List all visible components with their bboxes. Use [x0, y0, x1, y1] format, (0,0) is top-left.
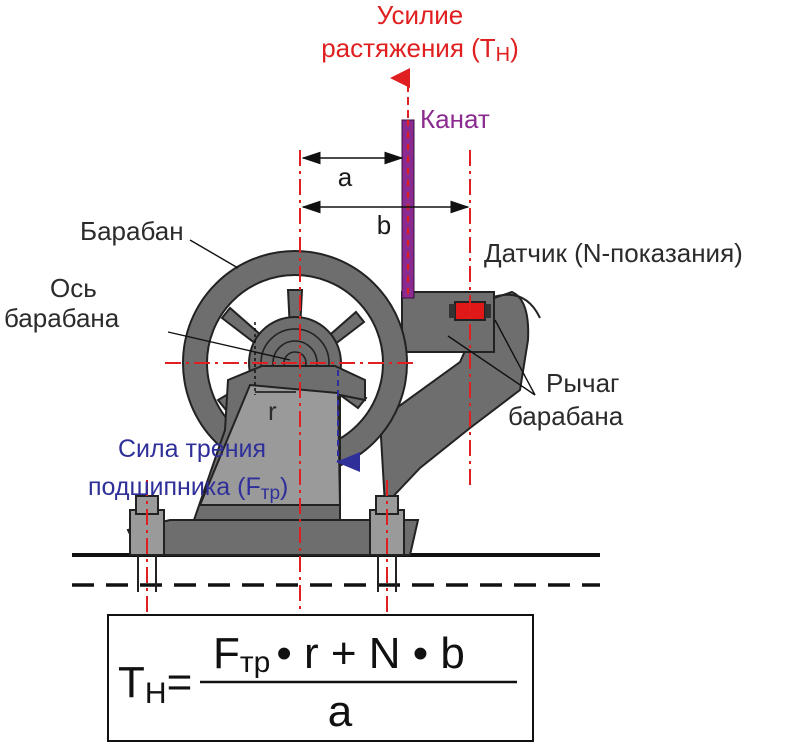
tension-label-line2: растяжения (ТН) [321, 33, 519, 66]
lever-leader-line-2 [447, 335, 536, 396]
dimension-a-label: a [338, 162, 353, 192]
sensor-cap-left [449, 304, 455, 318]
friction-label-line1: Сила трения [118, 435, 266, 463]
axis-leader-line [167, 331, 291, 361]
rope-label: Канат [420, 104, 490, 134]
axis-label-line1: Ось [50, 273, 97, 303]
formula-box [107, 614, 534, 742]
drum-label: Барабан [80, 216, 184, 246]
sensor-cap-right [485, 304, 491, 318]
lever-label-line2: барабана [508, 401, 624, 431]
formula-denominator: a [328, 687, 353, 736]
lever-label-line1: Рычаг [546, 368, 620, 398]
formula-lhs: ТН= [118, 658, 192, 710]
formula-numerator: Fтр• r + N • b [213, 629, 465, 679]
drum-leader-line [189, 239, 239, 269]
lever-leader-line-1 [494, 319, 536, 396]
axis-label-line2: барабана [4, 303, 120, 333]
lever-hook [489, 293, 541, 319]
sensor-label: Датчик (N-показания) [484, 238, 743, 268]
friction-label-line2: подшипника (Fтр) [88, 473, 288, 504]
dimension-b-label: b [377, 210, 391, 240]
bearing-frame-inner [198, 383, 342, 506]
tension-label-line1: Усилие [377, 0, 463, 30]
radius-label: r [268, 396, 277, 426]
